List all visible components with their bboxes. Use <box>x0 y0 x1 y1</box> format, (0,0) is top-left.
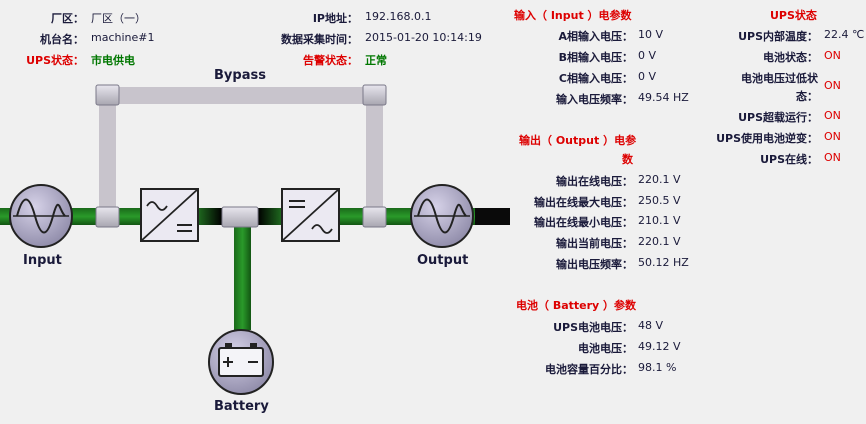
battery-state-label: 电池状态： <box>763 51 818 64</box>
input-params-title: 输入（ Input ）电参数 <box>514 9 632 22</box>
output-load-icon <box>410 184 474 248</box>
machine-value: machine#1 <box>91 31 155 44</box>
bypass-line <box>99 87 384 217</box>
ups-battery-voltage-value: 48 V <box>638 319 664 332</box>
output-current-voltage-value: 220.1 V <box>638 235 681 248</box>
input-b-voltage-label: B相输入电压： <box>558 51 633 64</box>
output-frequency-label: 输出电压频率： <box>556 258 633 271</box>
ups-status-value: 市电供电 <box>91 54 135 67</box>
input-source-icon <box>9 184 73 248</box>
input-b-voltage-value: 0 V <box>638 49 657 62</box>
ups-diagram <box>0 84 510 395</box>
ups-status-label: UPS状态： <box>26 54 84 67</box>
battery-voltage-label: 电池电压： <box>578 342 633 355</box>
output-max-voltage-label: 输出在线最大电压： <box>534 196 633 209</box>
battery-state-value: ON <box>824 49 841 62</box>
rectifier-icon <box>140 188 199 242</box>
ups-temp-value: 22.4 ℃ <box>824 28 865 41</box>
input-label: Input <box>23 253 62 268</box>
factory-value: 厂区（一） <box>91 12 146 25</box>
ip-value: 192.168.0.1 <box>365 10 432 23</box>
ups-online-value: ON <box>824 151 841 164</box>
output-min-voltage-value: 210.1 V <box>638 214 681 227</box>
input-frequency-value: 49.54 HZ <box>638 91 689 104</box>
alarm-value: 正常 <box>365 54 387 67</box>
collect-time-label: 数据采集时间： <box>281 33 358 46</box>
output-params-title-line1: 输出（ Output ）电参 <box>519 134 637 147</box>
battery-voltage-value: 49.12 V <box>638 340 681 353</box>
low-voltage-label-line2: 态： <box>796 90 818 103</box>
output-frequency-value: 50.12 HZ <box>638 256 689 269</box>
output-online-voltage-value: 220.1 V <box>638 173 681 186</box>
input-a-voltage-value: 10 V <box>638 28 664 41</box>
alarm-label: 告警状态： <box>303 54 358 67</box>
ip-label: IP地址： <box>312 12 358 25</box>
machine-label: 机台名： <box>40 33 84 46</box>
battery-inverter-label: UPS使用电池逆变： <box>716 132 818 145</box>
bypass-label: Bypass <box>214 68 266 83</box>
ups-state-title: UPS状态 <box>770 9 817 22</box>
ups-temp-label: UPS内部温度： <box>738 30 818 43</box>
factory-label: 厂区： <box>51 12 84 25</box>
collect-time-value: 2015-01-20 10:14:19 <box>365 31 482 44</box>
input-c-voltage-value: 0 V <box>638 70 657 83</box>
output-online-voltage-label: 输出在线电压： <box>556 175 633 188</box>
overload-label: UPS超载运行： <box>738 111 818 124</box>
battery-inverter-value: ON <box>824 130 841 143</box>
input-c-voltage-label: C相输入电压： <box>558 72 633 85</box>
output-current-voltage-label: 输出当前电压： <box>556 237 633 250</box>
input-a-voltage-label: A相输入电压： <box>558 30 633 43</box>
low-voltage-label-line1: 电池电压过低状 <box>741 72 818 85</box>
battery-icon <box>208 329 274 395</box>
output-min-voltage-label: 输出在线最小电压： <box>534 216 633 229</box>
ups-battery-voltage-label: UPS电池电压： <box>553 321 633 334</box>
output-label: Output <box>417 253 469 268</box>
junction-blocks <box>95 84 387 228</box>
inverter-icon <box>281 188 340 242</box>
battery-capacity-label: 电池容量百分比： <box>545 363 633 376</box>
battery-capacity-value: 98.1 % <box>638 361 677 374</box>
battery-label: Battery <box>214 399 269 414</box>
overload-value: ON <box>824 109 841 122</box>
ups-online-label: UPS在线： <box>760 153 818 166</box>
input-frequency-label: 输入电压频率： <box>556 93 633 106</box>
output-params-title-line2: 数 <box>622 153 633 166</box>
battery-params-title: 电池（ Battery ）参数 <box>516 299 637 312</box>
output-max-voltage-value: 250.5 V <box>638 194 681 207</box>
low-voltage-value: ON <box>824 79 841 92</box>
